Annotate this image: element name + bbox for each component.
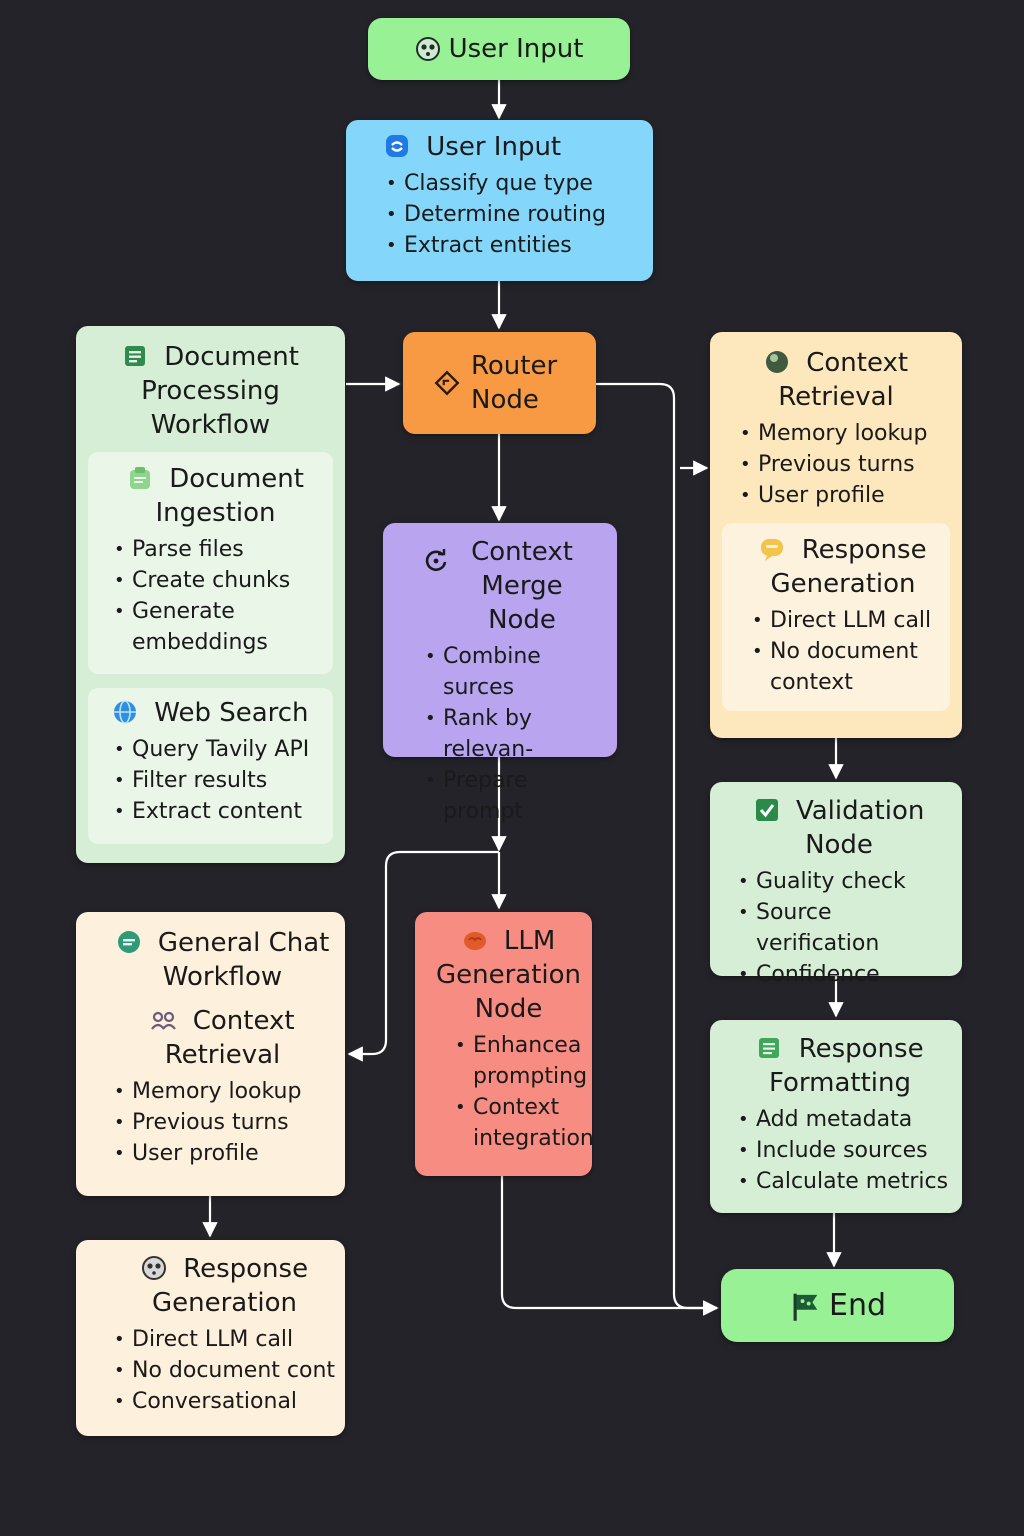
list-item: Extract entities	[386, 230, 633, 261]
classifier-list: Classify que type Determine routing Extr…	[384, 168, 633, 261]
list-item: No document cont	[114, 1355, 337, 1386]
validation-title: Validation Node	[795, 796, 925, 860]
list-item: Confidence	[738, 959, 952, 990]
context-retrieval-list: Memory lookup Previous turns User profil…	[722, 418, 950, 511]
list-item: Classify que type	[386, 168, 633, 199]
list-item: Create chunks	[114, 565, 319, 596]
refresh-icon	[425, 549, 447, 572]
face-icon	[415, 37, 440, 61]
diamond-arrow-icon	[434, 370, 460, 396]
web-search-card[interactable]: Web Search Query Tavily API Filter resul…	[88, 688, 333, 844]
list-item: Memory lookup	[740, 418, 950, 449]
validation-list: Guality check Source verification Confid…	[736, 866, 952, 990]
list-item: Calculate metrics	[738, 1166, 954, 1197]
llm-generation-node[interactable]: LLM Generation Node Enhancea prompting C…	[415, 912, 594, 1176]
validation-node[interactable]: Validation Node Guality check Source ver…	[710, 782, 962, 990]
list-item: Prepare prompt	[425, 765, 607, 827]
start-label: User Input	[448, 34, 584, 64]
flag-icon	[793, 1293, 818, 1321]
list-item: User profile	[114, 1138, 333, 1169]
list-item: Guality check	[738, 866, 952, 897]
web-search-list: Query Tavily API Filter results Extract …	[112, 734, 319, 827]
llm-generation-title: LLM Generation Node	[435, 926, 582, 1024]
doc-ingestion-list: Parse files Create chunks Generate embed…	[112, 534, 319, 658]
doc-ingestion-title: Document Ingestion	[155, 464, 304, 528]
context-merge-title: Context Merge Node	[471, 537, 573, 635]
web-search-title: Web Search	[154, 698, 309, 728]
list-item: User profile	[740, 480, 950, 511]
arrow-llm-to-end	[500, 1176, 719, 1316]
chat-icon	[117, 931, 140, 953]
checkmark-icon	[755, 799, 778, 821]
context-merge-list: Combine surces Rank by relevan- Prepare …	[423, 641, 607, 827]
orb-icon	[765, 351, 788, 373]
response-generation-left-node[interactable]: Response Generation Direct LLM call No d…	[76, 1240, 345, 1436]
response-generation-left-list: Direct LLM call No document cont Convers…	[112, 1324, 337, 1417]
document-icon	[125, 346, 146, 366]
list-item: Parse files	[114, 534, 319, 565]
list-item: Query Tavily API	[114, 734, 319, 765]
doc-workflow-node[interactable]: Document Processing Workflow Document In…	[76, 326, 345, 863]
globe-icon	[114, 700, 136, 724]
face-icon	[141, 1256, 166, 1280]
end-node[interactable]: End	[721, 1269, 954, 1342]
router-node[interactable]: Router Node	[403, 332, 596, 434]
classifier-node[interactable]: User Input Classify que type Determine r…	[346, 120, 653, 281]
list-item: Rank by relevan-	[425, 703, 607, 765]
chat-bubble-icon	[386, 135, 408, 157]
context-merge-node[interactable]: Context Merge Node Combine surces Rank b…	[383, 523, 617, 824]
list-item: Determine routing	[386, 199, 633, 230]
people-icon	[151, 1011, 177, 1030]
list-item: Source verification	[738, 897, 952, 959]
list-item: Combine surces	[425, 641, 607, 703]
general-chat-node[interactable]: General Chat Workflow Context Retrieval …	[76, 912, 345, 1196]
llm-generation-list: Enhancea prompting Context integration	[453, 1030, 594, 1154]
context-retrieval-node[interactable]: Context Retrieval Memory lookup Previous…	[710, 332, 962, 738]
list-item: Filter results	[114, 765, 319, 796]
list-item: Add metadata	[738, 1104, 954, 1135]
list-item: Extract content	[114, 796, 319, 827]
start-node[interactable]: User Input	[368, 18, 630, 80]
list-item: Direct LLM call	[114, 1324, 337, 1355]
clipboard-icon	[130, 467, 151, 489]
list-item: Generate embeddings	[114, 596, 319, 658]
general-chat-title: General Chat Workflow	[157, 928, 330, 992]
general-chat-list: Memory lookup Previous turns User profil…	[112, 1076, 333, 1169]
router-title: Router Node	[471, 351, 558, 415]
response-generation-left-title: Response Generation	[151, 1254, 309, 1318]
list-item: Conversational	[114, 1386, 337, 1417]
response-formatting-node[interactable]: Response Formatting Add metadata Include…	[710, 1020, 962, 1213]
doc-ingestion-card[interactable]: Document Ingestion Parse files Create ch…	[88, 452, 333, 674]
list-item: Enhancea prompting	[455, 1030, 587, 1092]
list-item: No document context	[752, 636, 936, 698]
general-chat-subtitle: Context Retrieval	[164, 1006, 295, 1070]
list-item: Previous turns	[740, 449, 950, 480]
response-generation-list: Direct LLM call No document context	[750, 605, 936, 698]
document-icon	[759, 1038, 780, 1058]
list-item: Context integration	[455, 1092, 594, 1154]
response-formatting-title: Response Formatting	[768, 1034, 924, 1098]
list-item: Include sources	[738, 1135, 954, 1166]
end-label: End	[828, 1287, 886, 1323]
response-formatting-list: Add metadata Include sources Calculate m…	[736, 1104, 954, 1197]
brain-icon	[463, 932, 486, 950]
speech-bubble-icon	[761, 539, 784, 561]
arrow-router-to-end	[596, 382, 719, 1316]
list-item: Previous turns	[114, 1107, 333, 1138]
list-item: Direct LLM call	[752, 605, 936, 636]
context-retrieval-title: Context Retrieval	[778, 348, 909, 412]
response-generation-card[interactable]: Response Generation Direct LLM call No d…	[722, 523, 950, 711]
classifier-title: User Input	[426, 132, 562, 162]
list-item: Memory lookup	[114, 1076, 333, 1107]
doc-workflow-title: Document Processing Workflow	[141, 342, 299, 440]
response-generation-title: Response Generation	[770, 535, 927, 599]
